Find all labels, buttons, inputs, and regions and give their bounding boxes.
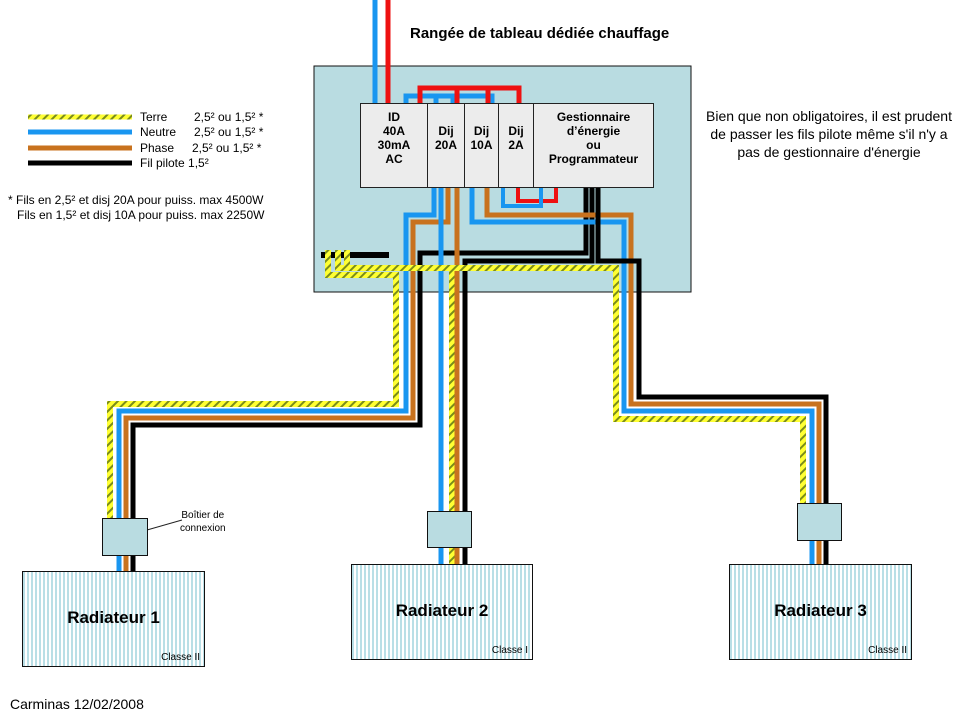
module-text: d’énergie: [566, 124, 621, 138]
legend-label: Neutre: [140, 125, 177, 139]
radiator-class: Classe I: [491, 645, 528, 656]
module-text: ou: [586, 138, 601, 152]
module-text: Dij: [438, 124, 454, 138]
module-text: 10A: [470, 138, 493, 152]
info-note: Bien que non obligatoires, il est pruden…: [706, 108, 952, 160]
radiator-class: Classe II: [868, 645, 907, 656]
module-text: Dij: [473, 124, 490, 138]
module-dij-2a: Dij 2A: [498, 103, 534, 188]
r1-neutral: [116, 188, 437, 572]
legend-label: Fil pilote 1,5²: [140, 156, 209, 170]
author-date: Carminas 12/02/2008: [10, 696, 144, 712]
legend-section: 2,5² ou 1,5² *: [194, 110, 264, 124]
radiator-2: Radiateur 2 Classe I: [351, 564, 533, 660]
module-gestionnaire: Gestionnaire d’énergie ou Programmateur: [533, 103, 654, 188]
callout-line-2: connexion: [180, 523, 226, 534]
phase-bridge: [417, 85, 522, 104]
module-text: 30mA: [377, 138, 411, 152]
module-text: 20A: [434, 138, 457, 152]
module-text: 2A: [508, 138, 524, 152]
radiator-1: Radiateur 1 Classe II: [22, 571, 205, 667]
r3-earth: [344, 250, 806, 505]
junction-box-2: [427, 511, 472, 548]
radiator-name: Radiateur 2: [395, 601, 489, 620]
r3-neutral: [469, 188, 815, 565]
legend-item-neutre: Neutre 2,5² ou 1,5² *: [140, 124, 263, 140]
r3-pilot: [595, 188, 829, 565]
r1-pilot: [130, 188, 589, 572]
module-id-40a: ID 40A 30mA AC: [360, 103, 428, 188]
junction-box-callout: Boîtier de connexion: [180, 509, 226, 535]
legend-section: 2,5² ou 1,5² *: [192, 141, 262, 155]
legend-note-2: Fils en 1,5² et disj 10A pour puiss. max…: [17, 208, 265, 222]
module-dij-20a: Dij 20A: [427, 103, 465, 188]
legend-label: Phase: [140, 141, 175, 155]
legend-section: 2,5² ou 1,5² *: [194, 125, 264, 139]
radiator-name: Radiateur 3: [774, 601, 867, 620]
r3-phase: [484, 188, 822, 565]
legend-item-fil-pilote: Fil pilote 1,5²: [140, 155, 209, 171]
radiator-3: Radiateur 3 Classe II: [729, 564, 912, 660]
radiator-class: Classe II: [161, 652, 200, 663]
module-text: AC: [385, 152, 403, 166]
legend-label: Terre: [140, 110, 168, 124]
neutral-bridge-2: [433, 93, 495, 104]
legend-item-phase: Phase 2,5² ou 1,5² *: [140, 140, 261, 156]
module-text: Programmateur: [548, 152, 639, 166]
legend-note-1: * Fils en 2,5² et disj 20A pour puiss. m…: [8, 193, 264, 207]
module-text: Dij: [508, 124, 524, 138]
gestionnaire-supply-phase: [516, 188, 558, 203]
diagram-title: Rangée de tableau dédiée chauffage: [410, 25, 670, 42]
radiator-name: Radiateur 1: [67, 608, 160, 627]
module-dij-10a: Dij 10A: [464, 103, 499, 188]
junction-box-3: [797, 503, 842, 541]
neutral-bridge: [403, 93, 456, 104]
junction-box-1: [102, 518, 148, 556]
module-text: Gestionnaire: [556, 110, 631, 124]
module-id-40a-label: ID 40A 30mA AC: [378, 110, 411, 166]
r1-earth: [107, 250, 399, 524]
callout-line-1: Boîtier de: [181, 510, 225, 521]
gestionnaire-supply-neutral: [501, 188, 543, 208]
module-text: 40A: [382, 124, 405, 138]
module-text: ID: [388, 110, 400, 124]
r1-phase: [123, 188, 451, 572]
legend-item-terre: Terre 2,5² ou 1,5² *: [140, 109, 263, 125]
